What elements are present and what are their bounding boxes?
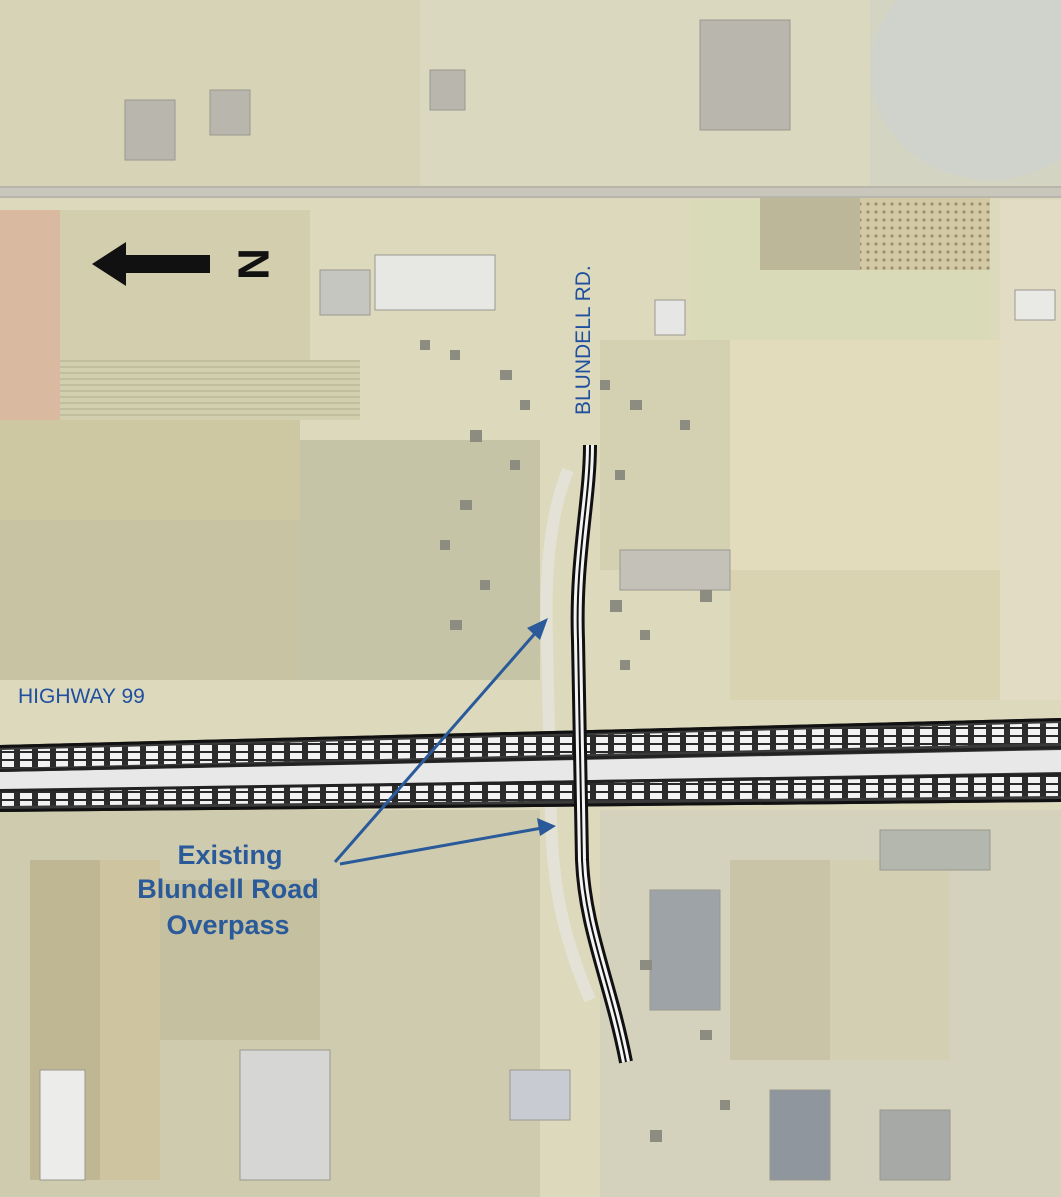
east-west-road: [0, 186, 1061, 198]
buildings: [39, 19, 1056, 1181]
existing-blundell-road: [540, 467, 596, 1003]
highway-99: [0, 718, 1061, 812]
callout-line-1: Existing: [177, 840, 282, 870]
north-arrow: N: [92, 242, 277, 286]
callout-line-2: Blundell Road: [137, 874, 319, 904]
highway-label: HIGHWAY 99: [18, 685, 145, 708]
callout-line-3: Overpass: [166, 910, 289, 940]
north-arrow-icon: [92, 242, 210, 286]
callout-arrows: [333, 618, 556, 866]
overpass-callout: Existing Blundell Road Overpass: [137, 840, 319, 940]
blundell-road-alignment: [570, 444, 633, 1064]
house-clusters: [420, 340, 730, 1142]
north-label: N: [228, 248, 277, 280]
road-label: BLUNDELL RD.: [572, 265, 595, 415]
